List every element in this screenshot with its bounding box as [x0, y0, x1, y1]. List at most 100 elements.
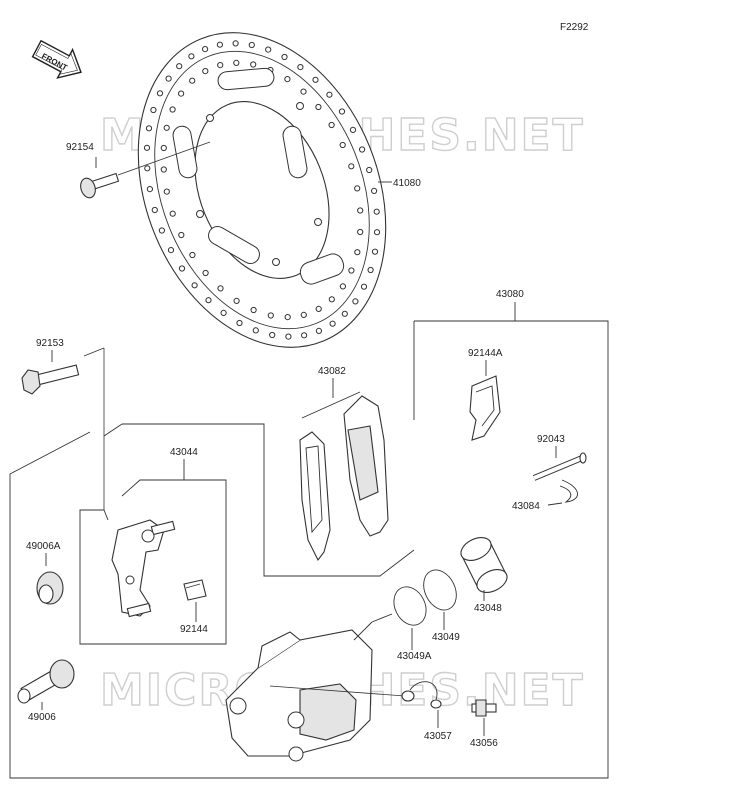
bracket-frame: [79, 479, 227, 645]
disc-vent-hole: [315, 103, 322, 111]
front-arrow-icon: [31, 39, 82, 79]
disc-vent-hole: [216, 41, 223, 48]
disc-vent-hole: [156, 90, 164, 97]
disc-vent-hole: [300, 88, 307, 95]
disc-vent-hole: [250, 61, 257, 68]
disc-vent-hole: [160, 166, 167, 173]
caliper-bracket-43044: [111, 519, 176, 618]
label-92154: 92154: [66, 142, 94, 153]
disc-vent-hole: [284, 314, 291, 321]
disc-vent-hole: [359, 146, 366, 153]
pad-spring-92144A: [469, 375, 501, 441]
disc-vent-hole: [357, 207, 364, 214]
seal-43049: [423, 569, 457, 611]
boot-49006A: [36, 571, 64, 605]
disc-vent-hole: [357, 228, 364, 236]
disc-vent-hole: [178, 231, 185, 239]
disc-vent-hole: [281, 53, 288, 61]
disc-vent-hole: [352, 298, 359, 305]
bolt-92154: [80, 172, 120, 199]
bracket-spring-92144: [183, 579, 207, 601]
disc-vent-hole: [312, 76, 319, 83]
disc-vent-hole: [338, 108, 346, 115]
disc-vent-hole: [202, 269, 209, 277]
disc-vent-hole: [315, 327, 322, 334]
disc-vent-hole: [167, 247, 175, 254]
piston-43048: [460, 537, 508, 593]
disc-vent-hole: [248, 41, 255, 49]
disc-vent-hole: [145, 125, 153, 132]
disc-vent-hole: [205, 297, 212, 304]
disc-vent-hole: [202, 46, 209, 53]
label-92144A: 92144A: [468, 348, 503, 359]
label-43049A: 43049A: [397, 651, 432, 662]
disc-vent-hole: [163, 188, 170, 195]
caliper-body: [225, 613, 393, 762]
label-43056: 43056: [470, 738, 498, 749]
disc-vent-hole: [348, 267, 355, 274]
disc-vent-hole: [297, 64, 304, 71]
disc-vent-hole: [373, 208, 380, 215]
disc-vent-hole: [354, 185, 361, 192]
disc-vent-hole: [202, 68, 209, 75]
pin-92043: [532, 452, 587, 481]
disc-vent-hole: [169, 106, 176, 113]
disc-vent-hole: [366, 166, 373, 174]
disc-vent-hole: [328, 296, 335, 303]
disc-vent-hole: [300, 311, 307, 318]
brake-disc: [137, 32, 387, 348]
disc-vent-hole: [360, 283, 368, 290]
bolt-92153: [21, 364, 80, 395]
cap-43057: [401, 681, 442, 709]
disc-vent-hole: [165, 75, 172, 82]
disc-vent-hole: [328, 121, 335, 129]
disc-vent-hole: [349, 126, 357, 133]
clip-43084: [559, 479, 578, 503]
disc-vent-hole: [348, 163, 355, 170]
label-49006: 49006: [28, 712, 56, 723]
disc-vent-hole: [144, 165, 151, 172]
disc-vent-hole: [217, 62, 224, 69]
disc-vent-hole: [163, 124, 170, 131]
disc-vent-hole: [371, 248, 379, 255]
disc-vent-hole: [250, 306, 257, 314]
label-49006A: 49006A: [26, 541, 61, 552]
diagram-code: F2292: [560, 22, 589, 33]
disc-vent-hole: [233, 297, 240, 304]
disc-vent-hole: [252, 327, 259, 334]
disc-vent-hole: [315, 305, 322, 312]
caliper-assy-frame: [9, 320, 609, 779]
disc-vent-hole: [301, 332, 308, 339]
disc-vent-hole: [236, 319, 243, 327]
disc-vent-hole: [339, 141, 346, 149]
disc-vent-hole: [176, 63, 183, 70]
disc-vent-hole: [146, 186, 153, 193]
disc-vent-hole: [267, 312, 274, 319]
disc-vent-hole: [233, 59, 240, 67]
label-43057: 43057: [424, 731, 452, 742]
disc-vent-hole: [189, 251, 196, 259]
disc-vent-hole: [265, 46, 272, 53]
disc-vent-hole: [284, 76, 291, 83]
label-92144: 92144: [180, 624, 208, 635]
disc-vent-hole: [285, 333, 292, 340]
disc-vent-hole: [143, 144, 151, 151]
disc-vent-hole: [269, 331, 276, 339]
disc-vent-hole: [373, 229, 381, 236]
label-92043: 92043: [537, 434, 565, 445]
disc-vent-hole: [150, 106, 157, 114]
disc-vent-hole: [188, 53, 195, 60]
label-43044: 43044: [170, 447, 198, 458]
disc-vent-hole: [326, 91, 333, 98]
disc-vent-hole: [178, 265, 186, 272]
label-43084: 43084: [512, 501, 540, 512]
disc-vent-hole: [189, 77, 196, 84]
label-43049: 43049: [432, 632, 460, 643]
label-92153: 92153: [36, 338, 64, 349]
label-43080: 43080: [496, 289, 524, 300]
disc-vent-hole: [178, 90, 185, 97]
disc-vent-hole: [329, 320, 336, 327]
disc-vent-hole: [354, 249, 361, 256]
disc-vent-hole: [341, 310, 348, 317]
label-43082: 43082: [318, 366, 346, 377]
